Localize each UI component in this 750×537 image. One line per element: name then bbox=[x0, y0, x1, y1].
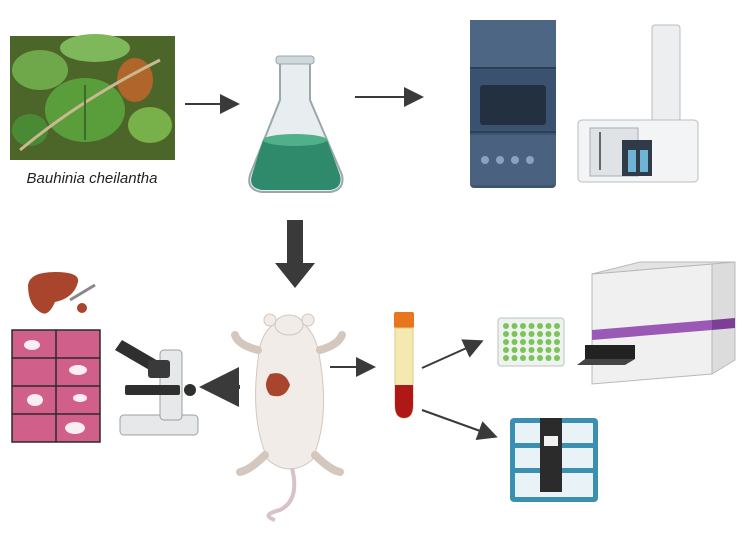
plate-well bbox=[520, 323, 526, 329]
plate-well bbox=[511, 347, 518, 353]
blood-tube-icon bbox=[394, 312, 414, 419]
plate-well bbox=[528, 339, 535, 345]
plant-photo bbox=[10, 34, 175, 160]
plate-well bbox=[503, 331, 509, 337]
plate-well bbox=[528, 323, 535, 329]
plate-well bbox=[511, 355, 518, 361]
plate-well bbox=[503, 339, 509, 345]
plate-well bbox=[545, 347, 552, 353]
plate-well bbox=[537, 323, 543, 329]
plate-well bbox=[503, 347, 509, 353]
liver-biopsy-icon bbox=[28, 272, 96, 314]
plate-well bbox=[528, 347, 535, 353]
rat-icon bbox=[231, 313, 346, 522]
plate-well bbox=[520, 339, 526, 345]
plate-well bbox=[511, 323, 518, 329]
plate-well bbox=[520, 347, 526, 353]
plate-well bbox=[511, 331, 518, 337]
hplc-system-icon bbox=[470, 20, 556, 188]
biochemistry-analyzer-icon bbox=[510, 418, 598, 502]
mass-spectrometer-icon bbox=[577, 24, 699, 183]
plate-well bbox=[537, 355, 543, 361]
plate-well bbox=[554, 355, 560, 361]
plate-well bbox=[554, 347, 560, 353]
plate-well bbox=[511, 339, 518, 345]
plate-well bbox=[554, 331, 560, 337]
erlenmeyer-flask-icon bbox=[248, 55, 344, 193]
plate-well bbox=[528, 355, 535, 361]
plate-well bbox=[537, 331, 543, 337]
plate-well bbox=[503, 355, 509, 361]
species-label: Bauhinia cheilantha bbox=[27, 170, 158, 187]
plate-well bbox=[554, 323, 560, 329]
plate-reader-icon bbox=[577, 261, 736, 385]
arrow-blood-to-plate bbox=[421, 339, 484, 369]
plate-well bbox=[545, 331, 552, 337]
microscope-icon bbox=[115, 340, 199, 436]
arrow-blood-to-analyzer bbox=[421, 409, 498, 440]
plate-well bbox=[545, 323, 552, 329]
microplate-wells bbox=[503, 323, 560, 361]
plate-well bbox=[520, 331, 526, 337]
plate-well bbox=[503, 323, 509, 329]
plate-well bbox=[528, 331, 535, 337]
arrow-flask-to-rat bbox=[275, 220, 315, 288]
plate-well bbox=[545, 355, 552, 361]
plate-well bbox=[554, 339, 560, 345]
plate-well bbox=[537, 339, 543, 345]
histology-slides-icon bbox=[11, 329, 101, 443]
plate-well bbox=[537, 347, 543, 353]
plate-well bbox=[520, 355, 526, 361]
plate-well bbox=[545, 339, 552, 345]
